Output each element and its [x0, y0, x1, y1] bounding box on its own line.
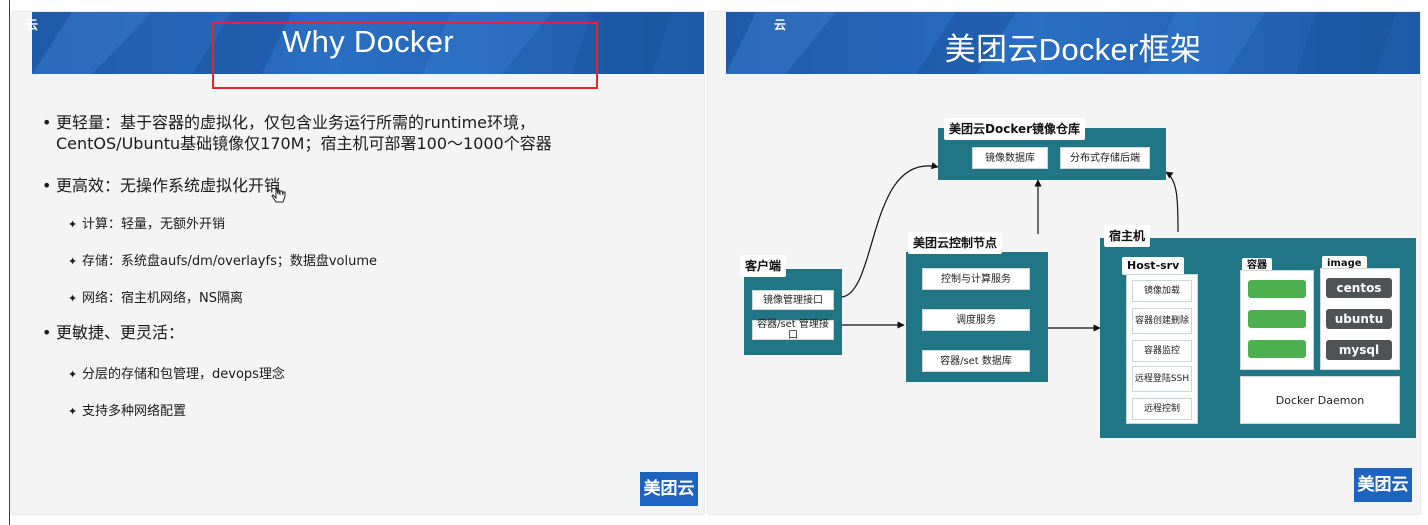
control-item-scheduler: 调度服务: [922, 309, 1030, 331]
registry-item-distributed-storage: 分布式存储后端: [1060, 147, 1150, 169]
host-srv-item-image-load: 镜像加载: [1132, 280, 1192, 302]
docker-daemon-box: Docker Daemon: [1240, 376, 1400, 424]
host-srv-item-ssh: 远程登陆SSH: [1132, 366, 1192, 392]
slide-why-docker[interactable]: Why Docker 云 •更轻量：基于容器的虚拟化，仅包含业务运行所需的run…: [12, 12, 704, 514]
corner-logo-icon: 云: [774, 18, 787, 32]
container-1: [1248, 280, 1306, 298]
banner-pattern: [32, 12, 672, 74]
corner-logo-icon: 云: [26, 18, 39, 32]
host-srv-item-remote-control: 远程控制: [1132, 398, 1192, 420]
banner-pattern: [726, 12, 1396, 74]
sub-bullet-layered-storage: ✦分层的存储和包管理，devops理念: [68, 367, 285, 382]
registry-title: 美团云Docker镜像仓库: [944, 118, 1086, 140]
window-edge-line: [9, 0, 10, 525]
highlight-rectangle: [212, 22, 598, 89]
host-srv-item-container-monitor: 容器监控: [1132, 340, 1192, 362]
window-edge: [0, 0, 4, 525]
client-item-container-api: 容器/set 管理接口: [752, 319, 834, 341]
control-item-container-db: 容器/set 数据库: [922, 350, 1030, 372]
sub-bullet-network: ✦网络：宿主机网络，NS隔离: [68, 291, 243, 306]
sub-bullet-storage: ✦存储：系统盘aufs/dm/overlayfs；数据盘volume: [68, 254, 378, 269]
bullet-lightweight: •更轻量：基于容器的虚拟化，仅包含业务运行所需的runtime环境， CentO…: [42, 113, 552, 153]
host-srv-title: Host-srv: [1122, 257, 1185, 275]
registry-item-image-db: 镜像数据库: [972, 147, 1048, 169]
slide-title-banner: 美团云Docker框架: [726, 12, 1420, 74]
client-title: 客户端: [740, 255, 787, 277]
host-srv-item-container-create: 容器创建删除: [1132, 308, 1192, 334]
control-node-title: 美团云控制节点: [908, 232, 1003, 254]
bullet-agile: •更敏捷、更灵活：: [42, 323, 185, 342]
client-box: [744, 269, 842, 355]
image-centos: centos: [1326, 278, 1392, 298]
slide-title: 美团云Docker框架: [944, 32, 1202, 67]
slide-title: Why Docker: [282, 24, 454, 59]
image-mysql: mysql: [1326, 340, 1392, 360]
brand-logo: 美团云: [1354, 468, 1412, 502]
bullet-efficient: •更高效：无操作系统虚拟化开销: [42, 176, 281, 195]
sub-bullet-compute: ✦计算：轻量，无额外开销: [68, 217, 226, 232]
mouse-cursor-icon: [271, 185, 286, 203]
container-3: [1248, 340, 1306, 358]
slide-docker-framework[interactable]: 美团云Docker框架 云 美团云Docker镜像仓库 镜像数据库 分布式存储后…: [708, 12, 1420, 514]
client-item-image-api: 镜像管理接口: [752, 290, 834, 310]
image-ubuntu: ubuntu: [1326, 309, 1392, 329]
sub-bullet-network-config: ✦支持多种网络配置: [68, 404, 187, 419]
brand-logo: 美团云: [640, 472, 698, 506]
host-machine-title: 宿主机: [1104, 225, 1151, 247]
control-item-compute: 控制与计算服务: [922, 268, 1030, 290]
container-2: [1248, 310, 1306, 328]
